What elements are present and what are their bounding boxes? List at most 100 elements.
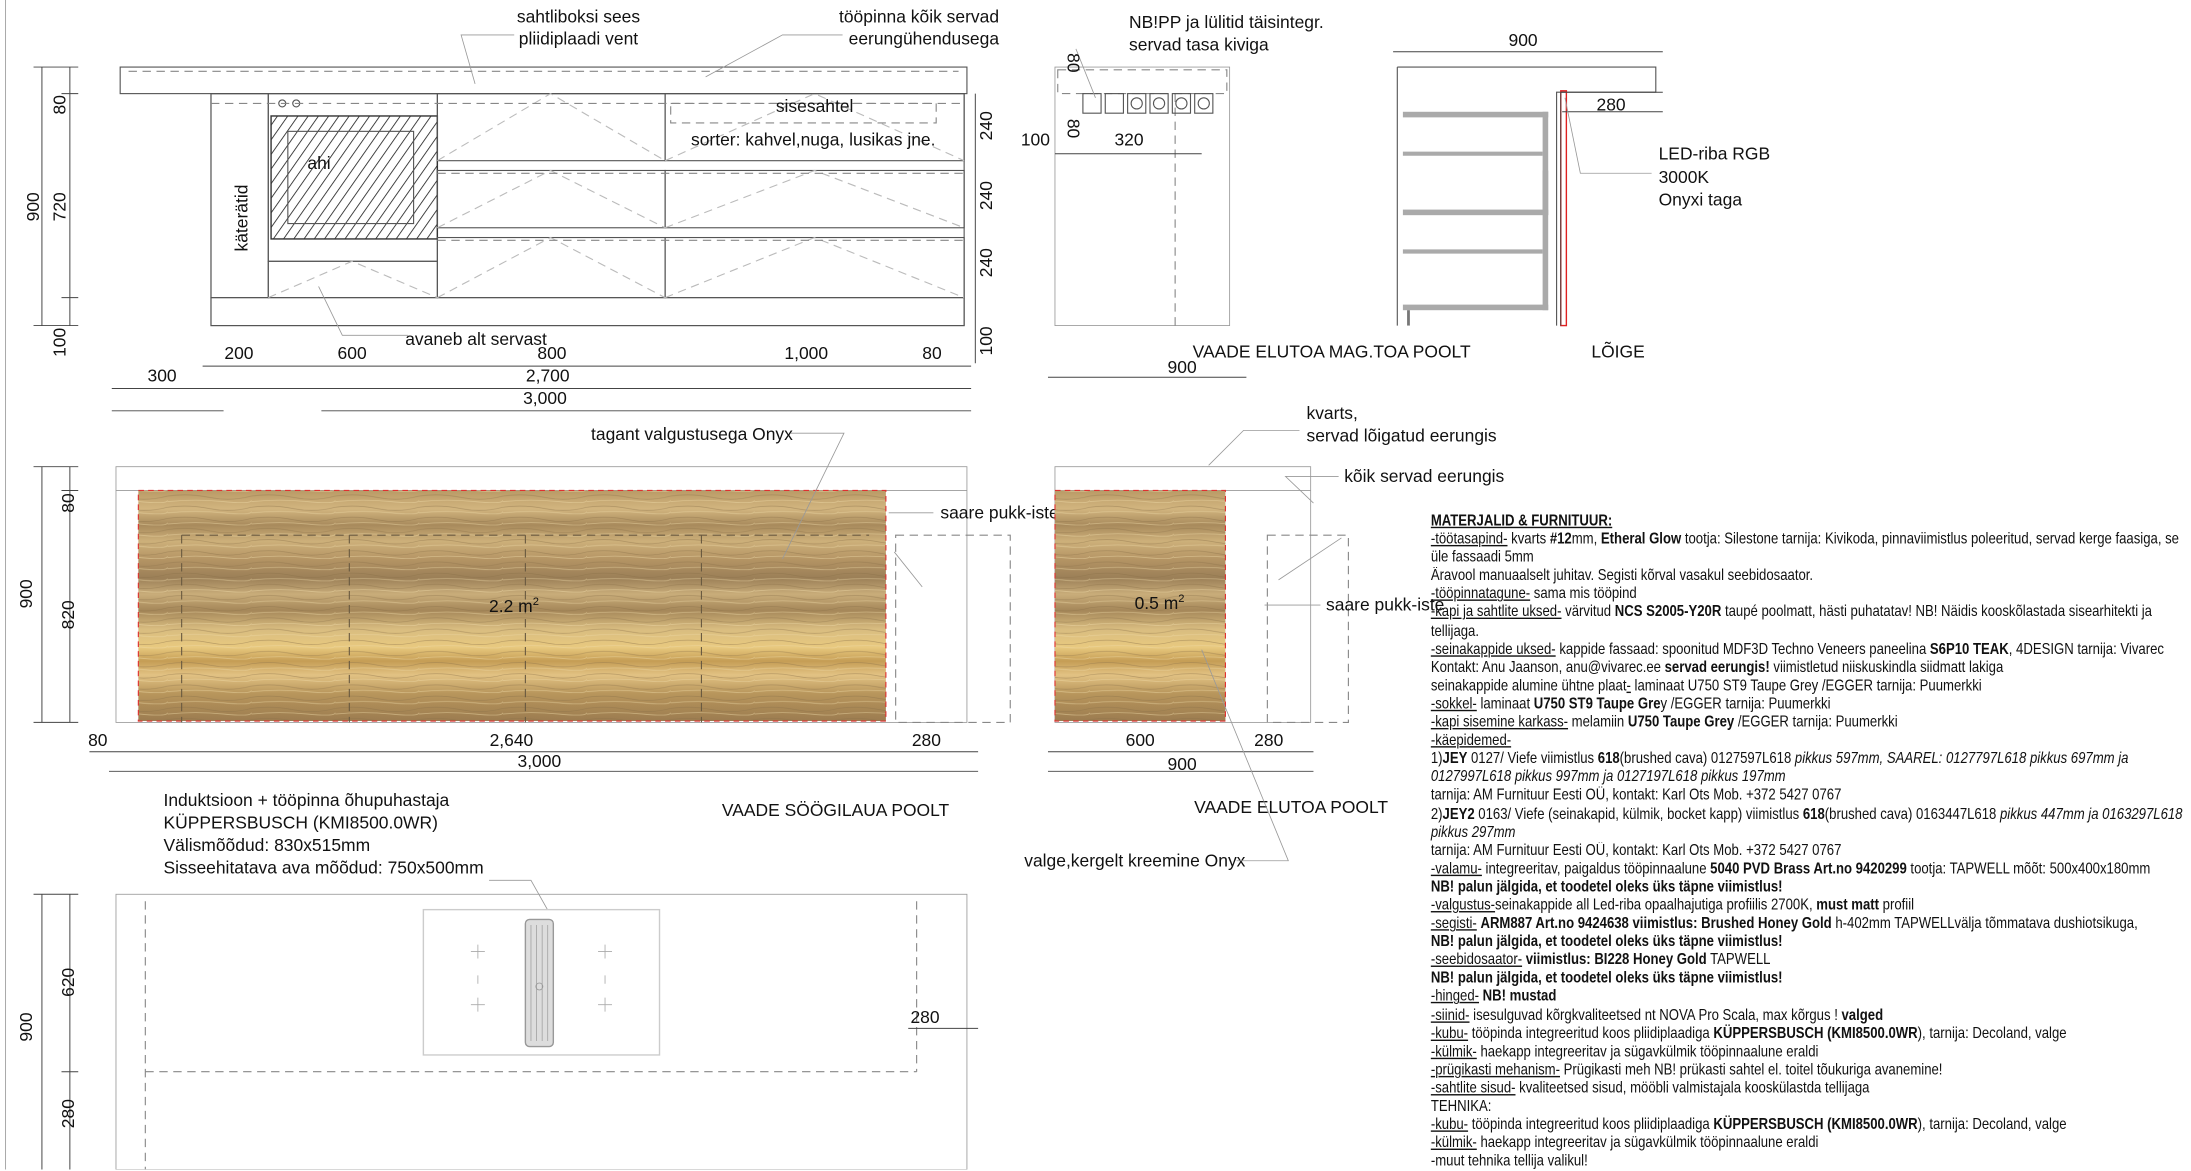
callout-edges: tööpinna kõik servad (839, 6, 999, 26)
dim-label: 280 (58, 1099, 78, 1128)
text-segment: S6P10 TEAK (1929, 640, 2009, 658)
text-segment: tootja: TAPWELL mõõt: 500x400x180mm (1906, 860, 2151, 878)
dim-label: 720 (50, 192, 70, 221)
top-elevation: sahtliboksi sees pliidiplaadi vent tööpi… (23, 6, 999, 412)
materials-line: 0127997L618 pikkus 997mm ja 0127197L618 … (1431, 769, 2135, 787)
text-segment: -prügikasti mehanism- (1430, 1061, 1561, 1079)
text-segment: (brushed cava) 0163447L618 (1824, 805, 2000, 823)
materials-line: pikkus 297mm (1431, 824, 2135, 842)
text-segment: 0163/ Viefe (seinakapid, külmik, bocket … (1474, 805, 1803, 823)
dim-label: 240 (976, 181, 996, 210)
text-segment: NB! palun jälgida, et toodetel oleks üks… (1430, 970, 1783, 987)
materials-line: TEHNIKA: (1431, 1098, 2135, 1116)
text-segment: #12 (1549, 531, 1572, 548)
text-segment: NB! mustad (1482, 988, 1557, 1006)
hob-note: Induktsioon + tööpinna õhupuhastaja (163, 790, 449, 810)
text-segment: pikkus 597mm, SAAREL: 0127797L618 pikkus… (1794, 750, 2129, 768)
text-segment: NCS S2005-Y20R (1614, 604, 1722, 622)
materials-line: Äravool manuaalselt juhitav. Segisti kõr… (1431, 568, 2135, 586)
text-segment: 618 (1597, 750, 1620, 768)
shelves (1402, 111, 1549, 326)
text-segment: -valgustus- (1430, 897, 1496, 914)
text-segment: 618 (1802, 805, 1825, 823)
materials-line: NB! palun jälgida, et toodetel oleks üks… (1431, 879, 2135, 897)
text-segment: U750 Taupe Grey (1627, 714, 1735, 731)
stool-label: saare pukk-iste (1326, 595, 1444, 615)
materials-line: 2)JEY2 0163/ Viefe (seinakapid, külmik, … (1430, 805, 2183, 824)
backlit-note: tagant valgustusega Onyx (591, 424, 793, 444)
dim-label: 820 (58, 600, 78, 629)
text-segment: 0127/ Viefe viimistlus (1467, 750, 1598, 768)
drawer (267, 260, 438, 299)
text-segment: KÜPPERSBUSCH (KMI8500.0WR (1713, 1025, 1918, 1042)
dim-label: 3,000 (518, 751, 562, 771)
dim-label: 2,640 (490, 730, 534, 750)
text-segment: haekapp integreeritav ja sügavkülmik töö… (1476, 1134, 1819, 1152)
materials-line: -külmik- haekapp integreeritav ja sügavk… (1431, 1135, 2135, 1153)
text-segment: ), tarnija: Decoland, valge (1917, 1025, 2067, 1042)
text-segment: 1) (1430, 750, 1443, 768)
dim-label: 80 (88, 730, 108, 750)
text-segment: sama mis tööpind (1530, 585, 1637, 603)
dim-label: 900 (1168, 754, 1197, 774)
led-note: LED-riba RGB (1659, 143, 1771, 163)
dim-label: 80 (1064, 119, 1084, 139)
text-segment: -siinid- (1430, 1006, 1470, 1024)
text-segment: haekapp integreeritav ja sügavkülmik töö… (1476, 1043, 1819, 1061)
materials-line: tarnija: AM Furnituur Eesti OÜ, kontakt:… (1431, 842, 2135, 860)
text-segment: -käepidemed- (1430, 732, 1512, 750)
text-segment: servad eerungis! (1664, 659, 1770, 676)
dim-label: 80 (922, 343, 942, 363)
text-segment: ARM887 Art.no 9424638 viimistlus: Brushe… (1480, 915, 1832, 933)
text-segment: integreeritav, paigaldus tööpinnaalune (1481, 860, 1711, 878)
text-segment: (brushed cava) 0127597L618 (1619, 750, 1795, 768)
dim-label: 200 (224, 343, 253, 363)
section-view: 900 280 LED-riba RGB 3000K Onyxi taga LÕ… (1393, 30, 1770, 362)
text-segment: tööpinda integreeritud koos pliidiplaadi… (1468, 1025, 1714, 1042)
materials-line: -hinged- NB! mustad (1431, 989, 2135, 1007)
dim-label: 320 (1114, 129, 1143, 149)
text-segment: -kubu- (1430, 1025, 1469, 1042)
text-segment: värvitud (1561, 604, 1615, 622)
materials-line: NB! palun jälgida, et toodetel oleks üks… (1431, 970, 2135, 988)
dim-label: 3,000 (523, 388, 567, 408)
materials-line: -töötasapind- kvarts #12mm, Etheral Glow… (1430, 531, 2179, 549)
text-segment: profiil (1879, 897, 1915, 914)
text-segment: 2) (1430, 805, 1443, 823)
dim-label: 240 (976, 111, 996, 140)
text-segment: 0127997L618 pikkus 997mm ja 0127197L618 … (1430, 768, 1786, 786)
dim-label: 280 (912, 730, 941, 750)
text-segment: 5040 PVD Brass Art.no 9420299 (1710, 860, 1907, 878)
text-segment: U750 ST9 Taupe Gre (1533, 695, 1661, 713)
materials-line: -prügikasti mehanism- Prügikasti meh NB!… (1431, 1062, 2135, 1080)
text-segment: seinakappide alumine ühtne plaat (1430, 677, 1627, 695)
plinth (210, 297, 965, 327)
materials-line: MATERJALID & FURNITUUR: (1431, 513, 2135, 531)
text-segment: taupé poolmatt, hästi puhatatav! NB! Näi… (1721, 604, 2152, 622)
text-segment: kvarts (1507, 531, 1550, 548)
view-title: VAADE SÖÖGILAUA POOLT (722, 800, 950, 820)
text-segment: NB! palun jälgida, et toodetel oleks üks… (1430, 933, 1783, 951)
text-segment: /EGGER tarnija: Puumerkki (1734, 714, 1898, 731)
view-title: LÕIGE (1591, 341, 1644, 362)
text-segment: melamiin (1568, 714, 1628, 731)
callout-vent: sahtliboksi sees (517, 6, 640, 26)
text-segment: JEY (1442, 750, 1468, 768)
materials-line: -valamu- integreeritav, paigaldus tööpin… (1430, 860, 2150, 878)
text-segment: viimistletud niiskuskindla siidmatt laki… (1769, 659, 2004, 676)
oven-glass (270, 115, 439, 240)
text-segment: tellijaga. (1430, 622, 1480, 640)
oven-label: ahi (307, 153, 330, 173)
text-segment: -töötasapind- (1430, 531, 1508, 548)
inner-drawer-label: sisesahtel (776, 96, 854, 116)
plan-view: Induktsioon + tööpinna õhupuhastaja KÜPP… (16, 790, 979, 1170)
text-segment: -valamu- (1430, 860, 1482, 878)
edges-note: kõik servad eerungis (1344, 466, 1504, 486)
materials-line: -seinakappide uksed- kappide fassaad: sp… (1431, 640, 2164, 659)
text-segment: h-402mm TAPWELLvälja tõmmatava dushiotsi… (1831, 915, 2138, 933)
socket-note: servad tasa kiviga (1129, 34, 1269, 54)
dim-label: 80 (50, 95, 70, 115)
stool-label: saare pukk-iste (940, 502, 1058, 522)
materials-line: üle fassaadi 5mm (1431, 549, 2135, 567)
materials-line: -sahtlite sisud- kvaliteetsed sisud, möö… (1431, 1080, 2135, 1098)
